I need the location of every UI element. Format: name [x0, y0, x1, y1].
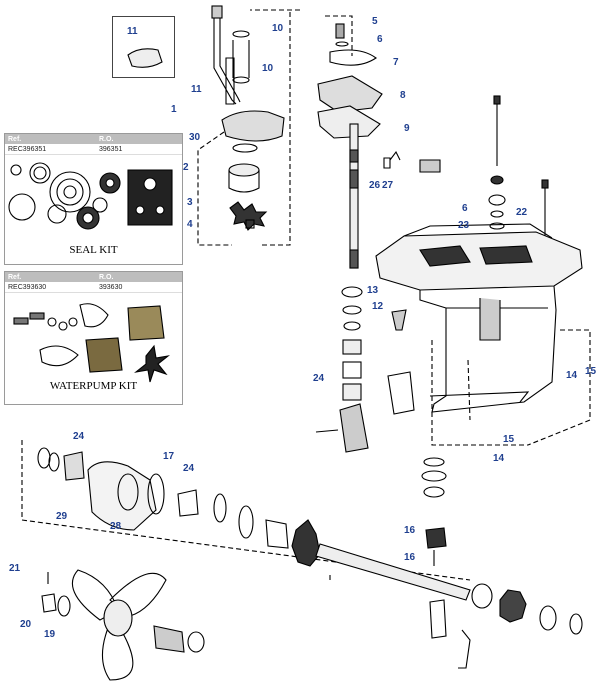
propeller [41, 569, 205, 681]
callout-17: 17 [163, 451, 175, 462]
callout-14-right: 14 [566, 370, 578, 381]
callout-9: 9 [404, 123, 410, 134]
drive-shaft-assembly [317, 23, 441, 269]
waterpump-kit-row: REC393630 393630 [5, 282, 182, 293]
callout-24-mid: 24 [183, 463, 195, 474]
guide-lines [21, 9, 591, 581]
callout-20: 20 [20, 619, 32, 630]
callout-15-right: 15 [585, 366, 597, 377]
callout-7: 7 [393, 57, 399, 68]
callout-labels: 11 10 10 11 1 30 2 3 4 5 6 7 8 9 26 27 6… [9, 16, 597, 640]
seal-kit-ro: 396351 [99, 145, 123, 153]
callout-22: 22 [516, 207, 528, 218]
seal-kit-title: SEAL KIT [69, 244, 118, 256]
callout-27: 27 [382, 180, 394, 191]
callout-21: 21 [9, 563, 21, 574]
callout-6-top: 6 [377, 34, 383, 45]
waterpump-kit-header-ro: R.O. [99, 273, 114, 281]
prop-shaft-parts [37, 447, 583, 669]
callout-10-top: 10 [272, 23, 284, 34]
callout-1: 1 [171, 104, 177, 115]
bearing-stack [315, 286, 415, 453]
callout-5: 5 [372, 16, 378, 27]
waterpump-kit-ref: REC393630 [8, 283, 47, 291]
callout-30: 30 [189, 132, 201, 143]
callout-6-right: 6 [462, 203, 468, 214]
callout-13: 13 [367, 285, 379, 296]
waterpump-kit-header: Ref. R.O. [5, 272, 182, 282]
callout-15-lower: 15 [503, 434, 515, 445]
part-11-inset-drawing [127, 48, 163, 68]
callout-24-left: 24 [73, 431, 85, 442]
callout-3: 3 [187, 197, 193, 208]
seal-kit-ref: REC396351 [8, 145, 47, 153]
callout-29: 29 [56, 511, 68, 522]
seal-kit-header-ref: Ref. [8, 135, 22, 143]
waterpump-kit-ro: 393630 [99, 283, 123, 291]
seal-kit-parts [8, 162, 173, 230]
waterpump-kit-header-ref: Ref. [8, 273, 22, 281]
waterpump-kit-title: WATERPUMP KIT [49, 380, 138, 392]
callout-8: 8 [400, 90, 406, 101]
callout-28: 28 [110, 521, 122, 532]
callout-14-lower: 14 [493, 453, 505, 464]
seal-kit-header: Ref. R.O. [5, 134, 182, 144]
seal-kit-panel[interactable]: Ref. R.O. REC396351 396351 SEAL KIT [4, 133, 183, 265]
gearcase-housing [375, 223, 583, 413]
callout-11: 11 [191, 84, 202, 95]
callout-16-lower: 16 [404, 552, 416, 563]
callout-2: 2 [183, 162, 189, 173]
seal-kit-row: REC396351 396351 [5, 144, 182, 155]
callout-24-center: 24 [313, 373, 325, 384]
shift-rod-assembly [488, 95, 549, 240]
water-pump-assembly [211, 5, 285, 231]
callout-4: 4 [187, 219, 193, 230]
waterpump-kit-parts [13, 303, 170, 383]
callout-16-top: 16 [404, 525, 416, 536]
seal-kit-header-ro: R.O. [99, 135, 114, 143]
callout-23: 23 [458, 220, 470, 231]
callout-12: 12 [372, 301, 384, 312]
callout-11-inset: 11 [127, 26, 138, 37]
callout-26: 26 [369, 180, 381, 191]
callout-10-lower: 10 [262, 63, 274, 74]
callout-19: 19 [44, 629, 56, 640]
